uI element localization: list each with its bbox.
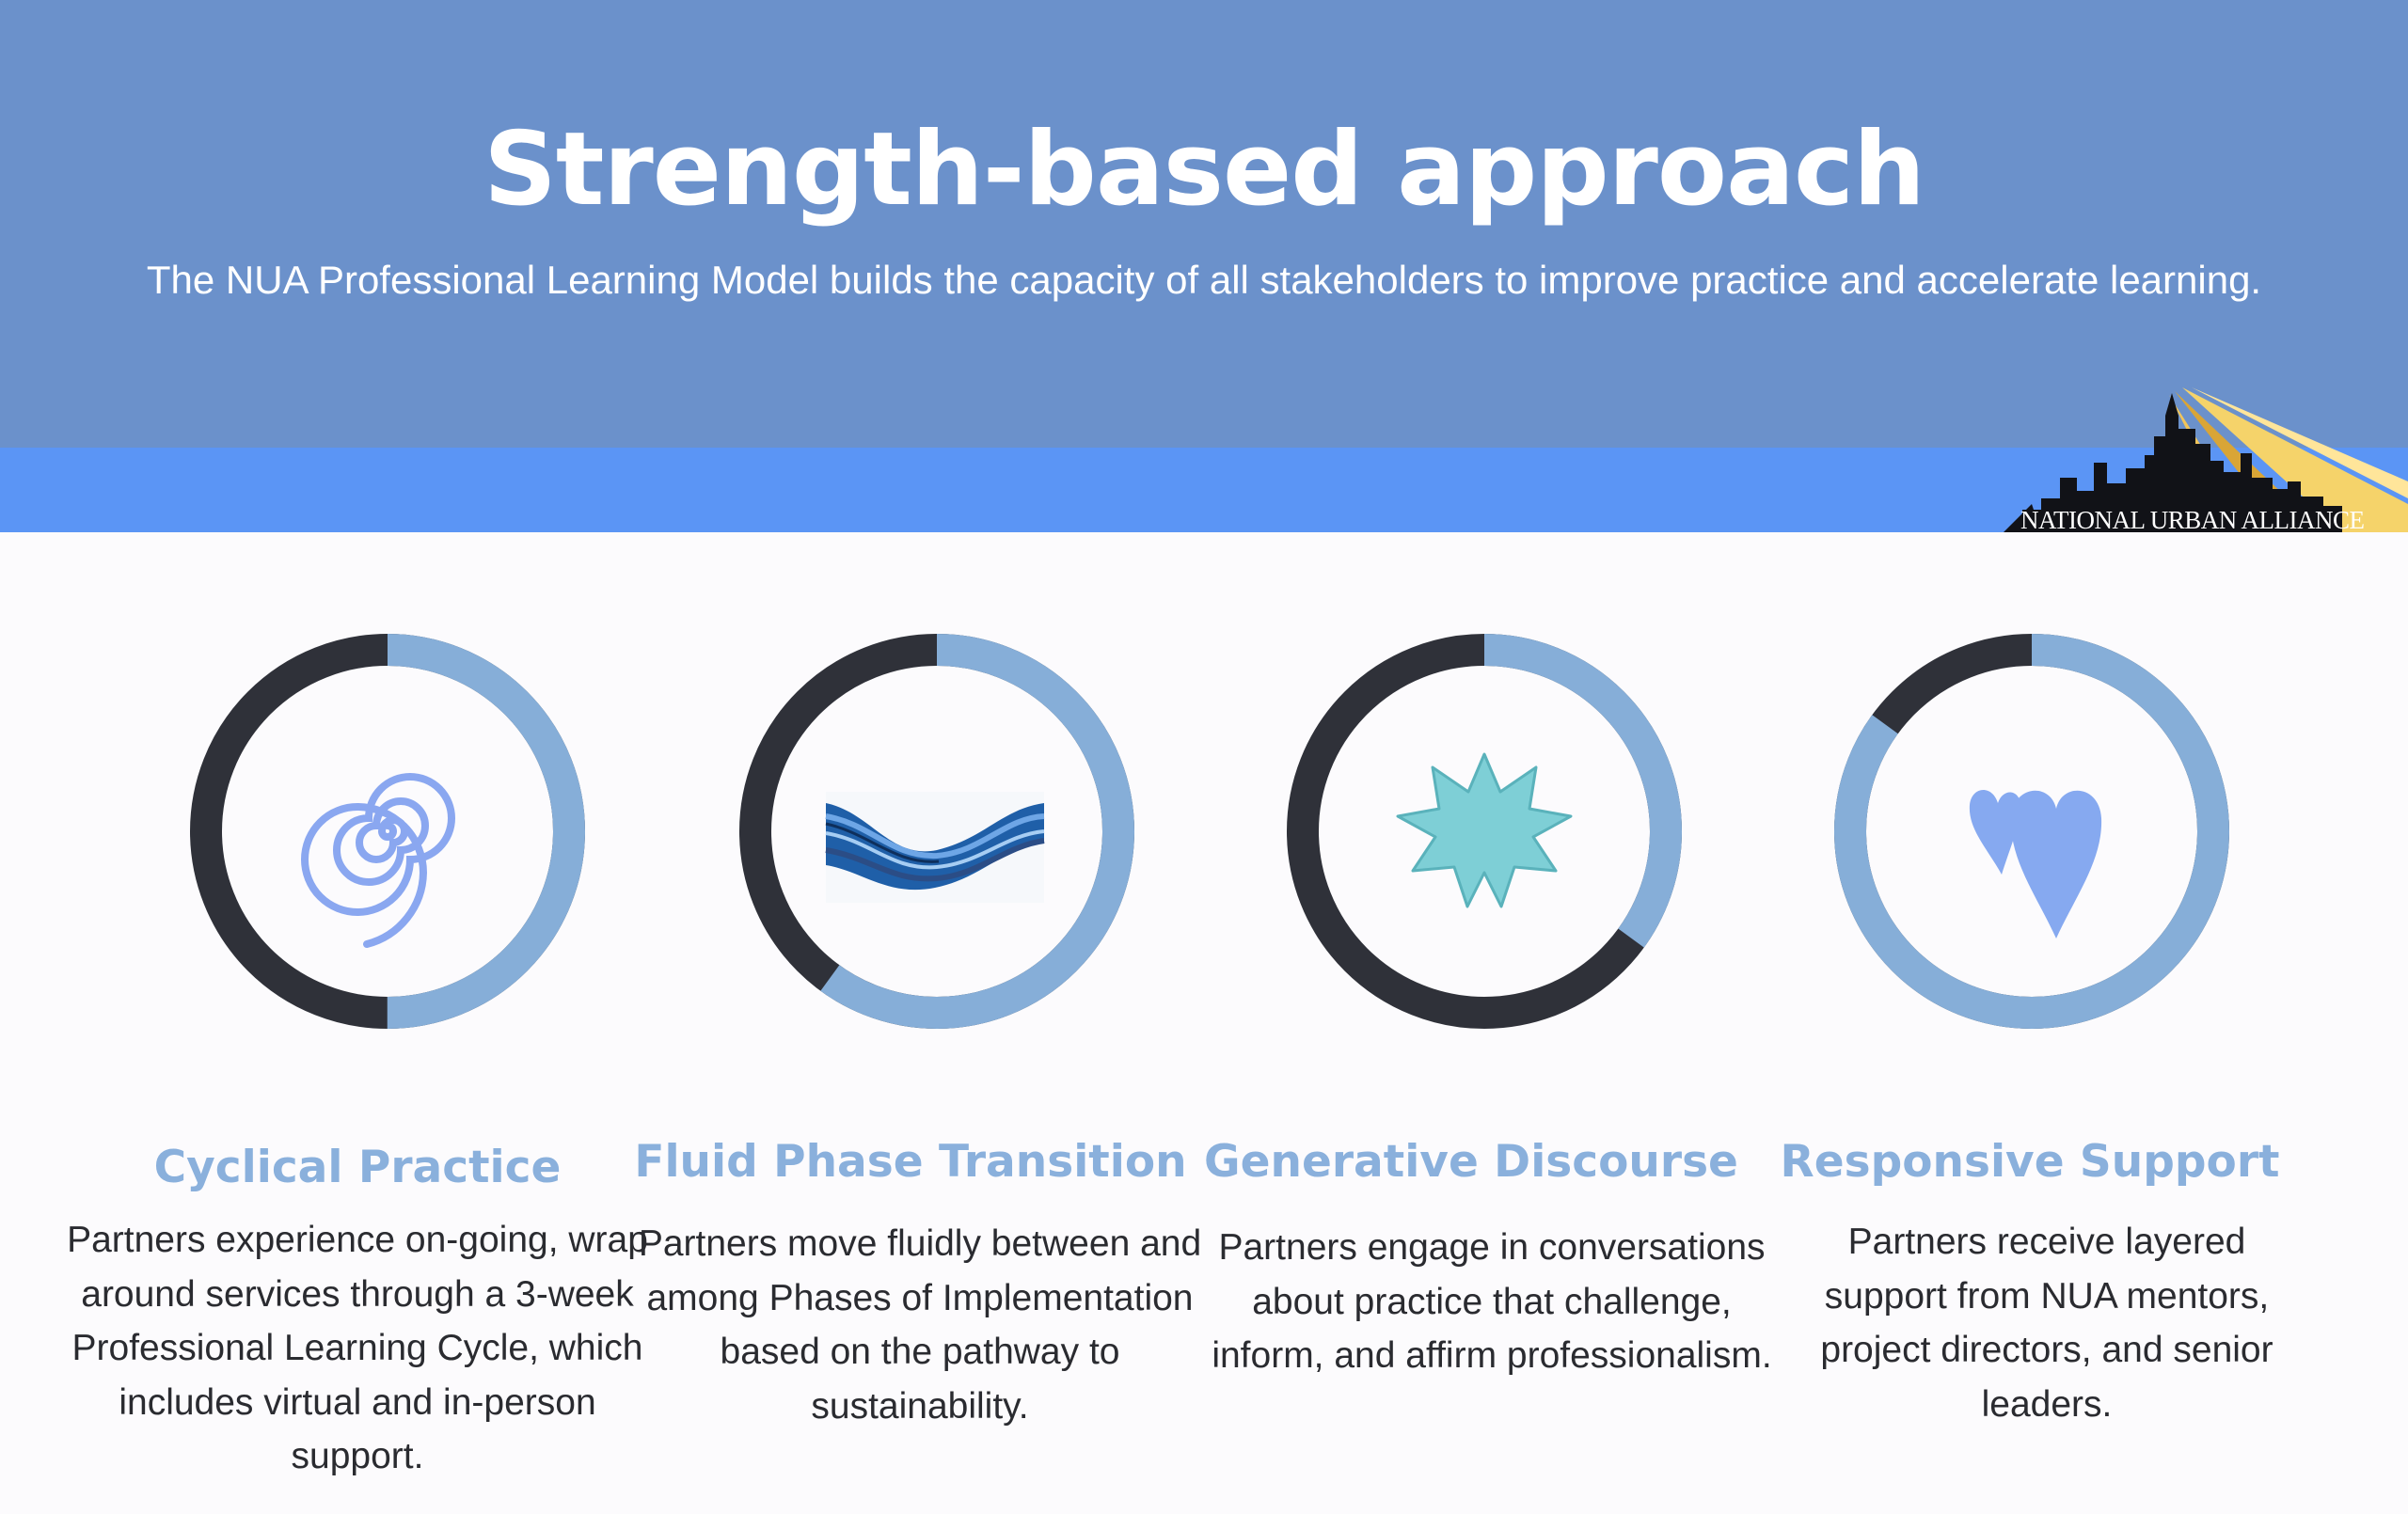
accent-band (0, 448, 2408, 532)
progress-ring-cyclical (190, 634, 585, 1029)
heading-generative-discourse: Generative Discourse (1204, 1136, 1738, 1188)
heading-responsive-support: Responsive Support (1780, 1136, 2280, 1188)
body-responsive-support: Partners receive layered support from NU… (1820, 1222, 2273, 1425)
page-title: Strength-based approach (483, 111, 1925, 229)
spiral-icon (301, 773, 455, 948)
wave-brush-icon (825, 792, 1045, 903)
body-generative-discourse: Partners engage in conversations about p… (1212, 1227, 1772, 1376)
body-fluid-phase-transition: Partners move fluidly between and among … (638, 1223, 1202, 1427)
page-subtitle: The NUA Professional Learning Model buil… (146, 258, 2262, 302)
heading-fluid-phase-transition: Fluid Phase Transition (634, 1136, 1187, 1188)
progress-ring-fluid (739, 634, 1134, 1029)
logo-text: NATIONAL URBAN ALLIANCE (2020, 506, 2365, 534)
header-band (0, 0, 2408, 448)
heading-cyclical-practice: Cyclical Practice (153, 1142, 562, 1193)
hearts-icon (1969, 789, 2102, 938)
progress-ring-generative (1287, 634, 1682, 1029)
body-cyclical-practice: Partners experience on-going, wrap aroun… (67, 1220, 648, 1476)
progress-ring-responsive (1834, 634, 2229, 1029)
star-burst-icon (1396, 752, 1573, 908)
nua-logo-icon (2004, 387, 2408, 532)
